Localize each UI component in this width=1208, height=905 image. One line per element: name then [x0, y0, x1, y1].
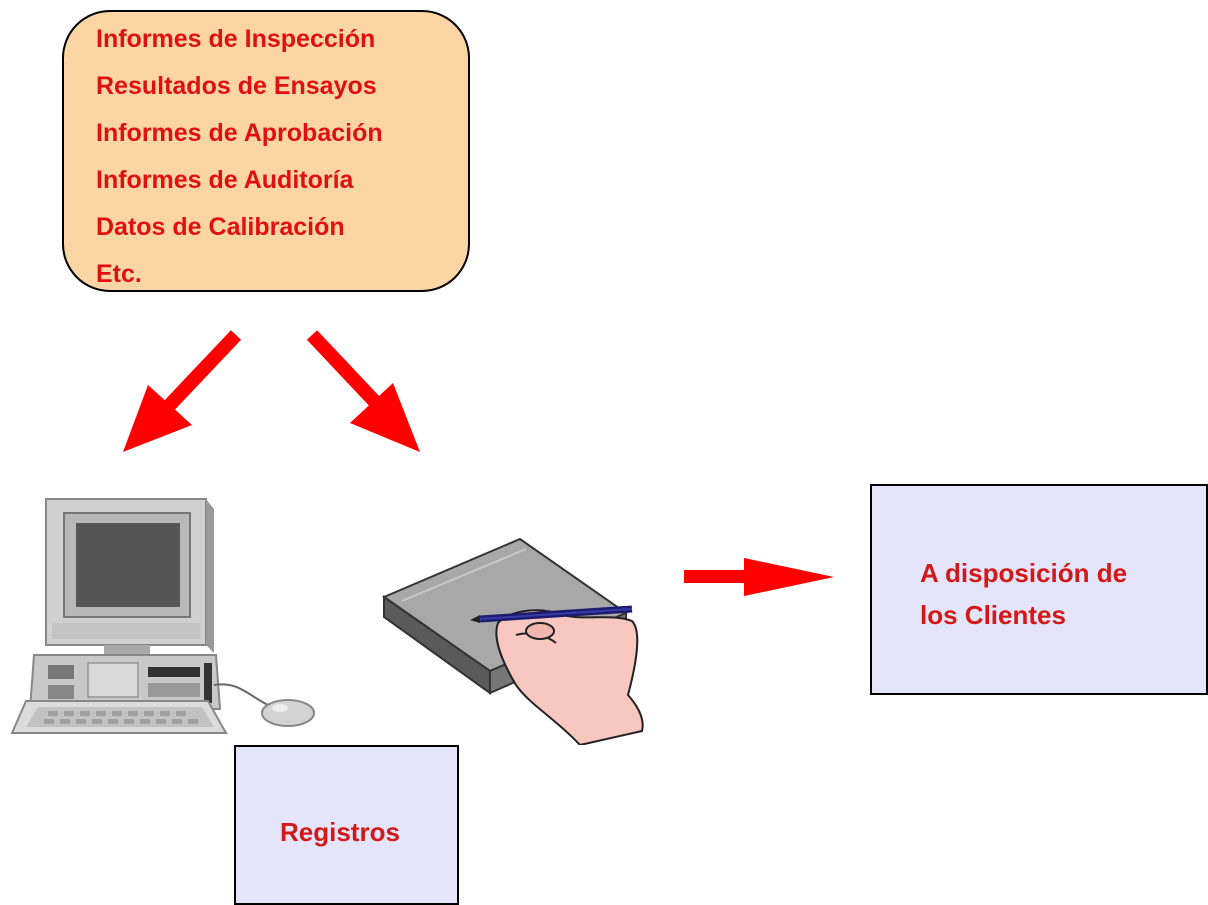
doc-item-ensayos: Resultados de Ensayos [96, 72, 377, 100]
records-box: Registros [234, 745, 459, 905]
arrow-to-notebook-icon [306, 330, 420, 452]
arrow-to-computer-icon [123, 330, 242, 452]
arrow-to-clients-icon [684, 558, 834, 596]
source-documents-box: Informes de Inspección Resultados de Ens… [62, 10, 470, 292]
clients-availability-text: A disposición de los Clientes [920, 552, 1127, 636]
clients-availability-box: A disposición de los Clientes [870, 484, 1208, 695]
desktop-computer-icon [10, 498, 315, 734]
doc-item-inspeccion: Informes de Inspección [96, 25, 376, 53]
doc-item-calibracion: Datos de Calibración [96, 213, 345, 241]
records-label: Registros [280, 817, 400, 847]
clients-line-2: los Clientes [920, 600, 1066, 630]
clients-line-1: A disposición de [920, 558, 1128, 588]
doc-item-aprobacion: Informes de Aprobación [96, 119, 383, 147]
hand-writing-notebook-icon [381, 537, 644, 745]
doc-item-auditoria: Informes de Auditoría [96, 166, 354, 194]
doc-item-etc: Etc. [96, 260, 142, 288]
source-documents-list: Informes de Inspección Resultados de Ens… [96, 16, 383, 298]
